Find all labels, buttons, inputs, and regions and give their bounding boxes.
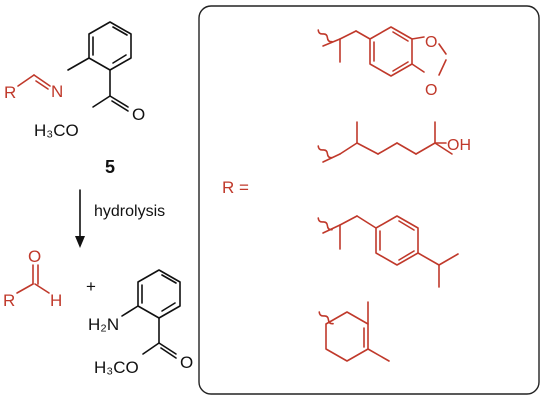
imine-r-label: R xyxy=(4,83,16,102)
sub3-ipr-bond xyxy=(417,252,440,266)
imine-r-group: R N xyxy=(4,74,63,102)
sub3-bond-c xyxy=(356,215,377,229)
sub3-ring-double-2 xyxy=(398,220,415,231)
sub2-bond-c xyxy=(356,142,379,155)
sub2-bond-b xyxy=(339,142,358,155)
imine-carbonyl-o: O xyxy=(132,105,145,124)
sub1-ring-double-2 xyxy=(392,31,409,42)
arrow-head xyxy=(75,236,85,248)
sub2-bond-d xyxy=(377,142,398,155)
imine-n-label: N xyxy=(51,82,63,101)
ester-bond xyxy=(92,95,111,108)
aldehyde-product: R O H xyxy=(3,247,62,310)
substituent-cyclohexenyl xyxy=(318,301,390,362)
amine-carbonyl-double xyxy=(160,347,177,359)
amine-benzene-ring xyxy=(137,269,181,319)
amine-label: H₂N xyxy=(88,315,119,334)
substituent-benzodioxole: O O xyxy=(317,26,447,99)
aldehyde-r-label: R xyxy=(3,291,15,310)
sub2-bond-e xyxy=(396,142,417,155)
methyl-anthranilate-product: H₂N O H₃CO xyxy=(88,269,193,377)
aldehyde-r-c-bond xyxy=(16,283,34,294)
sub1-ch2-b xyxy=(438,59,447,76)
r-group-box xyxy=(198,5,540,395)
ch-n-bond xyxy=(33,74,51,87)
aldehyde-o-label: O xyxy=(28,247,41,266)
sub4-ring xyxy=(325,311,369,362)
sub1-o1-bond xyxy=(411,36,425,40)
amine-carbonyl-bond xyxy=(158,342,177,355)
amine-ester-bond xyxy=(142,342,160,355)
sub2-oh: OH xyxy=(447,137,471,154)
sub3-bond-b xyxy=(339,215,358,226)
imine-methoxy: H₃CO xyxy=(34,121,79,140)
sub2-bond-f xyxy=(415,142,436,155)
sub1-o1: O xyxy=(425,34,437,51)
sub1-o2-bond xyxy=(411,63,425,73)
r-ch-bond xyxy=(17,74,35,87)
sub2-methyl-bottom xyxy=(434,142,453,155)
wavy-bond-4 xyxy=(318,311,334,325)
amine-n-bond xyxy=(121,305,139,317)
sub1-ring xyxy=(369,26,413,77)
wavy-bond-2 xyxy=(317,145,333,159)
sub3-ring-double-3 xyxy=(398,250,415,261)
imine-benzene-ring xyxy=(88,21,132,71)
sub1-bond-c xyxy=(355,30,371,40)
compound-number: 5 xyxy=(105,157,115,177)
sub1-bond-b xyxy=(339,30,357,40)
sub1-ch2-a xyxy=(438,43,447,55)
sub3-bond-a xyxy=(322,224,341,234)
sub3-ring xyxy=(375,215,419,266)
aldehyde-c-h-bond xyxy=(34,283,50,294)
sub1-bond-a xyxy=(322,38,341,47)
sub4-methyl-bottom xyxy=(367,348,390,362)
imine-compound-5: O H₃CO 5 R N xyxy=(4,21,145,177)
substituent-hydroxy-chain: OH xyxy=(317,121,471,163)
amine-ring-double-2 xyxy=(161,302,176,312)
substituent-isopropylphenyl xyxy=(317,215,459,288)
imine-ring-double-1 xyxy=(112,26,128,36)
amine-carbonyl-o: O xyxy=(180,353,193,372)
carbonyl-double xyxy=(111,100,129,112)
hydrolysis-arrow: hydrolysis xyxy=(75,189,165,248)
r-equals-label: R = xyxy=(222,178,249,197)
aldehyde-h-label: H xyxy=(50,291,62,310)
n-ring-bond xyxy=(67,57,90,71)
sub2-bond-a xyxy=(322,153,341,163)
sub1-ring-double-3 xyxy=(392,61,409,72)
sub3-ipr-me1 xyxy=(438,253,459,266)
arrow-label: hydrolysis xyxy=(94,203,165,220)
carbonyl-bond xyxy=(109,95,129,108)
amine-methoxy: H₃CO xyxy=(94,358,139,377)
sub1-o2: O xyxy=(425,82,437,99)
wavy-bond-1 xyxy=(317,29,333,43)
ch-n-double xyxy=(35,80,49,90)
plus-sign: + xyxy=(86,277,96,296)
imine-ring-double-2 xyxy=(112,54,127,64)
wavy-bond-3 xyxy=(317,217,333,231)
amine-ring-double-1 xyxy=(161,274,177,284)
